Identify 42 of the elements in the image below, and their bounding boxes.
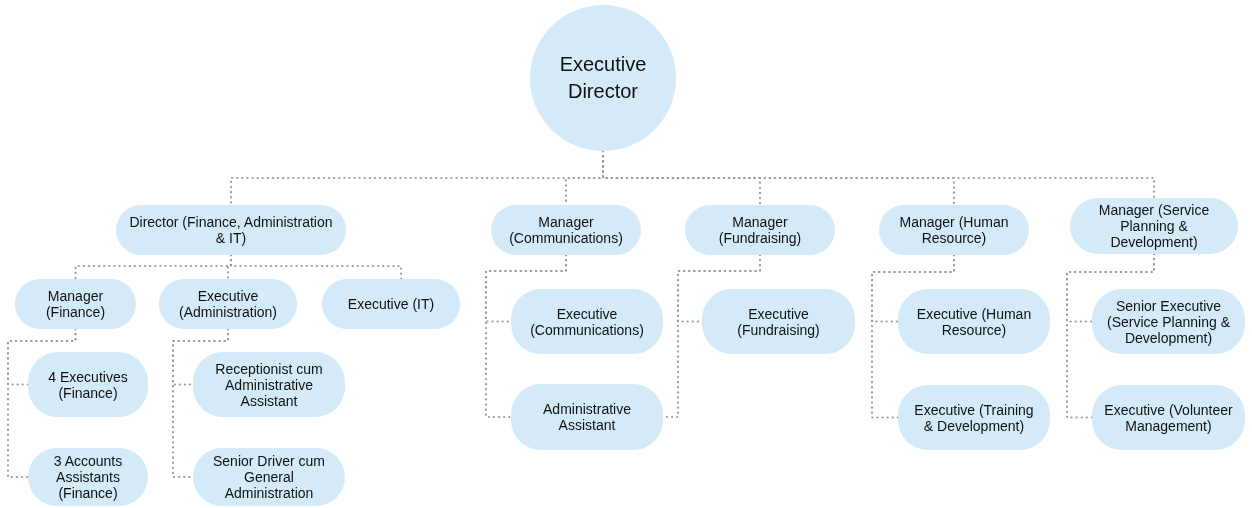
role-title: Executive (Fundraising) bbox=[736, 305, 821, 338]
role-title: Executive (Administration) bbox=[178, 288, 278, 320]
connector-line bbox=[6, 327, 77, 479]
role-box bbox=[28, 352, 148, 417]
role-box bbox=[193, 352, 345, 417]
role-box bbox=[1070, 198, 1238, 254]
role-title: Receptionist cum Administrative Assistant bbox=[214, 360, 324, 409]
role-box bbox=[685, 205, 835, 255]
role-title: Manager (Fundraising) bbox=[717, 214, 803, 246]
role-box bbox=[898, 385, 1050, 450]
role-title: Executive Director bbox=[558, 52, 648, 104]
role-title: Manager (Finance) bbox=[44, 288, 107, 320]
role-box bbox=[879, 205, 1029, 255]
role-title: Director (Finance, Administration & IT) bbox=[128, 214, 334, 246]
role-box bbox=[322, 279, 460, 329]
role-title: 3 Accounts Assistants (Finance) bbox=[52, 453, 124, 501]
role-title: Manager (Communications) bbox=[508, 214, 624, 246]
connector-line bbox=[171, 327, 230, 479]
connector-line bbox=[1065, 252, 1156, 419]
role-box bbox=[898, 289, 1050, 354]
role-box bbox=[702, 289, 855, 354]
role-title: Manager (Human Resource) bbox=[898, 214, 1010, 246]
role-title: Manager (Service Planning & Development) bbox=[1097, 202, 1211, 250]
role-box bbox=[491, 205, 641, 255]
role-title: Executive (Human Resource) bbox=[915, 305, 1033, 338]
role-title: Executive (IT) bbox=[347, 296, 435, 312]
role-box bbox=[511, 384, 663, 450]
role-box bbox=[511, 289, 663, 354]
role-title: Administrative Assistant bbox=[542, 401, 632, 433]
connector-line bbox=[484, 253, 568, 419]
role-title: Executive (Communications) bbox=[529, 305, 645, 338]
role-title: Executive (Volunteer Management) bbox=[1104, 401, 1233, 434]
role-title: 4 Executives (Finance) bbox=[47, 368, 129, 401]
role-box bbox=[1092, 385, 1245, 450]
role-title: Senior Executive (Service Planning & Development) bbox=[1106, 297, 1231, 346]
role-box bbox=[1092, 289, 1245, 354]
role-box bbox=[159, 279, 297, 329]
role-box bbox=[15, 279, 136, 329]
role-box bbox=[116, 205, 346, 255]
connector-line bbox=[870, 253, 956, 419]
role-title: Senior Driver cum General Administration bbox=[212, 453, 326, 501]
role-title: Executive (Training & Development) bbox=[913, 401, 1035, 434]
